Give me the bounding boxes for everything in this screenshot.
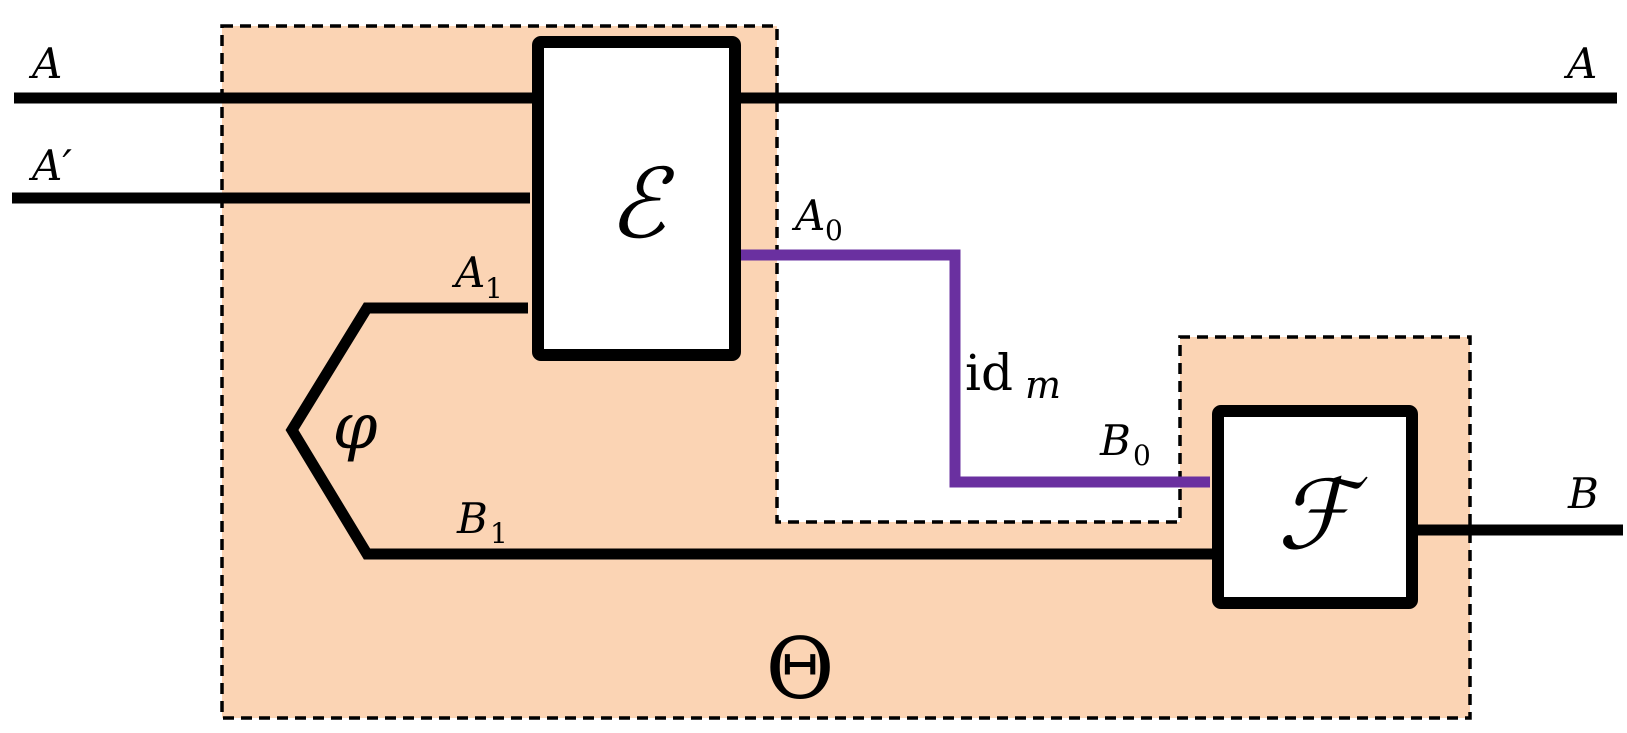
- label-a-in: A: [28, 39, 62, 88]
- label-a0-sub: 0: [825, 214, 843, 247]
- label-b0-sub: 0: [1133, 439, 1151, 472]
- label-b0: B: [1099, 416, 1131, 465]
- label-theta: Θ: [766, 620, 835, 718]
- theta-outline: [220, 24, 1472, 720]
- label-identity: id: [965, 344, 1013, 402]
- label-a0: A: [791, 191, 825, 240]
- theta-region: [222, 26, 1470, 718]
- label-b1: B: [456, 494, 488, 543]
- channel-f-box: [1212, 405, 1418, 609]
- label-b1-sub: 1: [490, 517, 508, 550]
- label-a1: A: [451, 248, 485, 297]
- label-a1-sub: 1: [485, 272, 503, 305]
- label-identity-sub: m: [1025, 363, 1061, 407]
- label-a-out: A: [1563, 39, 1597, 88]
- state-phi-wedge: [285, 302, 1215, 560]
- label-phi: φ: [333, 390, 378, 464]
- channel-e-box: [532, 36, 741, 361]
- wire-a0-identity-b0: [738, 249, 1210, 488]
- label-b-out: B: [1567, 469, 1599, 518]
- label-a-prime: A′: [28, 141, 72, 190]
- channel-e-label: ℰ: [608, 148, 675, 260]
